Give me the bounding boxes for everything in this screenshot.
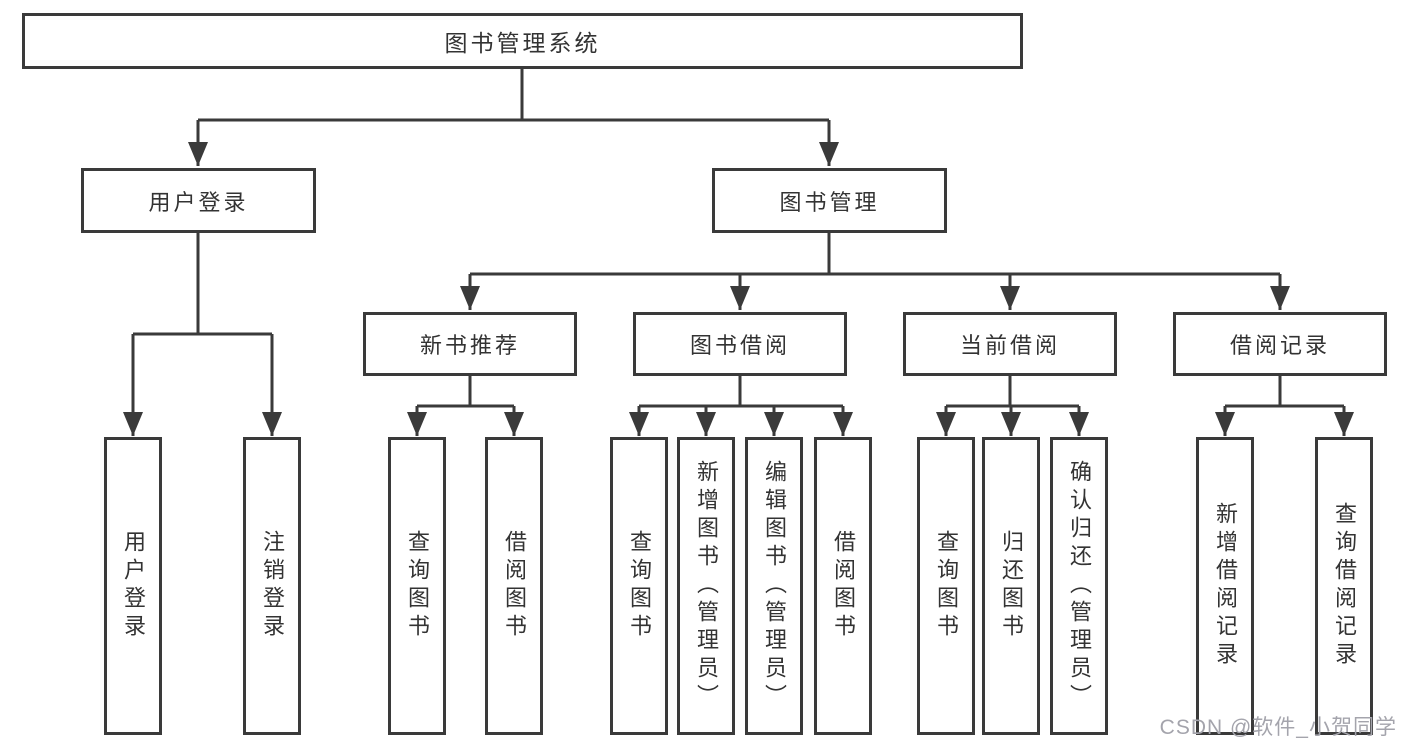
node-borrow-records-label: 借阅记录: [1229, 333, 1330, 358]
node-root: 图书管理系统: [22, 13, 1023, 69]
leaf-borrow-books-recommend: 借阅图书: [485, 437, 543, 735]
node-book-management: 图书管理: [712, 168, 947, 233]
leaf-add-borrow-record: 新增借阅记录: [1196, 437, 1254, 735]
leaf-user-login: 用户登录: [104, 437, 162, 735]
leaf-label: 确认归还（管理员）: [1067, 460, 1092, 712]
leaf-add-books-admin: 新增图书（管理员）: [677, 437, 735, 735]
leaf-borrow-books: 借阅图书: [814, 437, 872, 735]
leaf-label: 注销登录: [260, 530, 285, 642]
node-book-borrow: 图书借阅: [633, 312, 847, 376]
leaf-confirm-return-admin: 确认归还（管理员）: [1050, 437, 1108, 735]
leaf-label: 借阅图书: [831, 530, 856, 642]
leaf-logout: 注销登录: [243, 437, 301, 735]
leaf-label: 归还图书: [999, 530, 1024, 642]
leaf-query-books-recommend: 查询图书: [388, 437, 446, 735]
leaf-label: 查询图书: [934, 530, 959, 642]
leaf-edit-books-admin: 编辑图书（管理员）: [745, 437, 803, 735]
leaf-query-borrow-record: 查询借阅记录: [1315, 437, 1373, 735]
node-new-book-recommend: 新书推荐: [363, 312, 577, 376]
node-current-borrow-label: 当前借阅: [959, 333, 1060, 358]
node-root-label: 图书管理系统: [444, 30, 601, 56]
leaf-label: 借阅图书: [502, 530, 527, 642]
leaf-query-books: 查询图书: [610, 437, 668, 735]
leaf-label: 新增图书（管理员）: [694, 460, 719, 712]
node-user-login: 用户登录: [81, 168, 316, 233]
csdn-watermark: CSDN @软件_小贺同学: [1159, 716, 1397, 739]
leaf-label: 查询图书: [405, 530, 430, 642]
leaf-label: 查询借阅记录: [1332, 502, 1357, 670]
leaf-label: 查询图书: [627, 530, 652, 642]
leaf-label: 用户登录: [121, 530, 146, 642]
node-book-management-label: 图书管理: [779, 189, 880, 215]
node-book-borrow-label: 图书借阅: [689, 333, 790, 358]
node-borrow-records: 借阅记录: [1173, 312, 1387, 376]
node-new-book-recommend-label: 新书推荐: [419, 333, 520, 358]
leaf-label: 新增借阅记录: [1213, 502, 1238, 670]
leaf-query-books-current: 查询图书: [917, 437, 975, 735]
node-user-login-label: 用户登录: [148, 189, 249, 215]
leaf-return-books: 归还图书: [982, 437, 1040, 735]
leaf-label: 编辑图书（管理员）: [762, 460, 787, 712]
node-current-borrow: 当前借阅: [903, 312, 1117, 376]
